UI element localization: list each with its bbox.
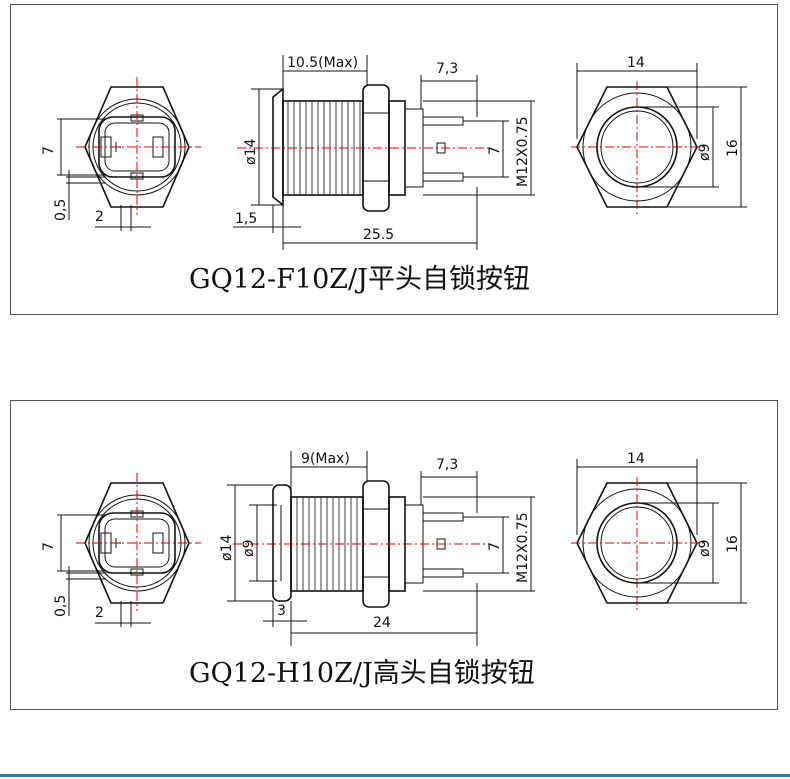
dim-left-width: 2 (95, 605, 104, 621)
dim-total-length: 24 (373, 615, 391, 631)
dim-left-height: 7 (41, 542, 57, 551)
dim-right-inner: ø9 (697, 144, 713, 161)
dim-right-height: 16 (725, 535, 741, 553)
drawing-panel-high-head: 7 0,5 2 (10, 400, 778, 710)
dim-pin-spacing: 7 (487, 542, 503, 551)
dim-length-max: 9(Max) (301, 451, 350, 467)
technical-drawing-high: 7 0,5 2 (41, 451, 747, 689)
dim-right-width: 14 (627, 55, 645, 71)
dim-left-offset: 0,5 (53, 595, 69, 617)
rear-view (57, 473, 201, 627)
dim-pin-length: 7,3 (436, 61, 458, 77)
dim-head-diameter: ø14 (219, 535, 235, 561)
dim-pin-spacing: 7 (487, 146, 503, 155)
drawing-title: GQ12-H10Z/J高头自锁按钮 (189, 658, 535, 689)
dim-right-height: 16 (725, 139, 741, 157)
dim-thread: M12X0.75 (515, 116, 531, 187)
dim-left-height: 7 (41, 146, 57, 155)
dim-head-thickness: 1,5 (235, 211, 257, 227)
drawing-panel-flat-head: 7 0,5 2 (10, 4, 778, 315)
dim-head-diameter: ø14 (243, 139, 259, 165)
dim-total-length: 25.5 (363, 227, 394, 243)
dim-thread: M12X0.75 (515, 512, 531, 583)
dim-pin-length: 7,3 (436, 457, 458, 473)
dim-inner-diameter: ø9 (241, 540, 257, 557)
drawing-title: GQ12-F10Z/J平头自锁按钮 (189, 264, 530, 295)
rear-view (57, 77, 201, 231)
dim-right-inner: ø9 (697, 540, 713, 557)
dim-left-width: 2 (95, 209, 104, 225)
technical-drawing-flat: 7 0,5 2 (41, 55, 747, 295)
dim-length-max: 10.5(Max) (287, 55, 358, 71)
dim-right-width: 14 (627, 451, 645, 467)
front-view (571, 459, 747, 611)
side-view (227, 451, 535, 646)
front-view (571, 63, 747, 215)
dim-head-thickness: 3 (277, 603, 286, 619)
side-view (233, 55, 535, 250)
bottom-accent-line (0, 774, 790, 777)
dim-left-offset: 0,5 (53, 199, 69, 221)
